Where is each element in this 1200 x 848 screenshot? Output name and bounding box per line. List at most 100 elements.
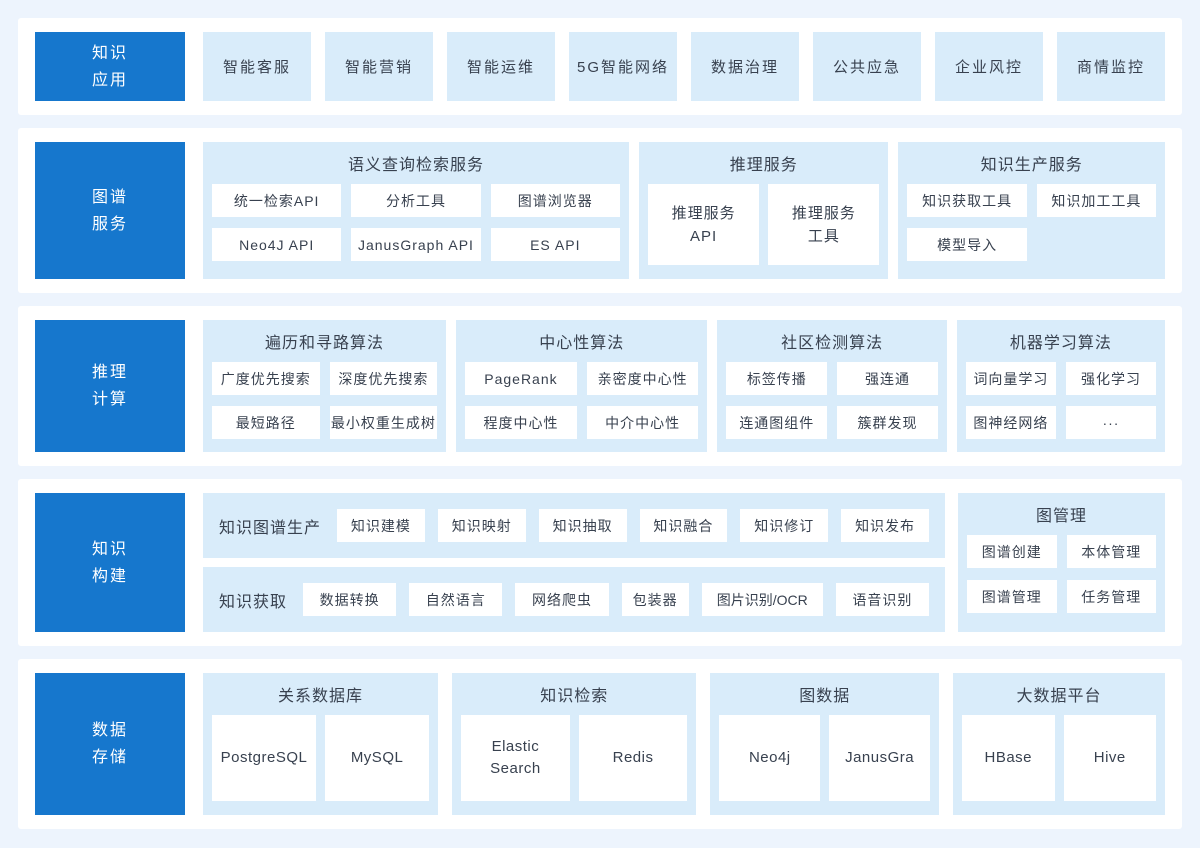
band-label-reasoning-computation: 推理 计算: [35, 320, 185, 452]
tile-line: Neo4j: [748, 749, 791, 766]
band-label-line: 图谱: [91, 188, 128, 206]
tile-line: 工具: [807, 227, 840, 245]
band-knowledge-construction: 知识 构建 知识图谱生产 知识建模 知识映射 知识抽取 知识融合 知识修订 知识…: [18, 479, 1182, 646]
tile-knowledge-mapping: 知识映射: [437, 509, 526, 542]
knowledge-construction-rows: 知识图谱生产 知识建模 知识映射 知识抽取 知识融合 知识修订 知识发布 知识获…: [203, 493, 945, 632]
group-title: 机器学习算法: [1009, 335, 1112, 352]
tile-betweenness-centrality: 中介中心性: [586, 406, 699, 439]
tile-graph-management: 图谱管理: [967, 580, 1057, 613]
tile-graph-browser: 图谱浏览器: [490, 184, 620, 217]
row-title: 知识图谱生产: [219, 519, 322, 537]
tile-word-embedding: 词向量学习: [965, 362, 1056, 395]
row-kg-production: 知识图谱生产 知识建模 知识映射 知识抽取 知识融合 知识修订 知识发布: [203, 493, 945, 558]
tile-line: 推理服务: [671, 204, 736, 222]
band-label-line: 存储: [91, 749, 128, 766]
tile-line: Hive: [1093, 749, 1126, 766]
tile-5g-smart-network: 5G智能网络: [569, 32, 677, 101]
tile-knowledge-fusion: 知识融合: [639, 509, 728, 542]
group-title: 知识生产服务: [980, 157, 1083, 174]
tile-web-crawler: 网络爬虫: [515, 583, 609, 616]
band-label-knowledge-application: 知识 应用: [35, 32, 185, 101]
band-label-line: 知识: [91, 44, 128, 62]
tile-knowledge-modeling: 知识建模: [337, 509, 425, 542]
tile-more-ellipsis: ···: [1065, 406, 1156, 439]
band-reasoning-computation: 推理 计算 遍历和寻路算法 广度优先搜索 深度优先搜索 最短路径 最小权重生成树…: [18, 306, 1182, 466]
tile-task-management: 任务管理: [1066, 580, 1156, 613]
tile-hbase: HBase: [962, 715, 1055, 801]
tile-smart-customer-service: 智能客服: [203, 32, 311, 101]
tile-public-emergency: 公共应急: [813, 32, 921, 101]
row-knowledge-acquisition: 知识获取 数据转换 自然语言 网络爬虫 包装器 图片识别/OCR 语音识别: [203, 567, 945, 632]
tile-janusgraph-api: JanusGraph API: [351, 228, 481, 261]
tile-depth-first-search: 深度优先搜索: [329, 362, 438, 395]
tile-wrapper: 包装器: [621, 583, 689, 616]
tile-business-monitoring: 商情监控: [1057, 32, 1165, 101]
tile-line: 推理服务: [791, 204, 856, 222]
tile-closeness-centrality: 亲密度中心性: [586, 362, 699, 395]
tile-knowledge-acquisition-tools: 知识获取工具: [907, 184, 1027, 217]
tile-neo4j-api: Neo4J API: [212, 228, 342, 261]
tile-data-governance: 数据治理: [691, 32, 799, 101]
tile-strongly-connected: 强连通: [837, 362, 938, 395]
tile-analysis-tools: 分析工具: [351, 184, 481, 217]
band-data-storage: 数据 存储 关系数据库 PostgreSQL MySQL: [18, 659, 1182, 829]
group-machine-learning-algorithms: 机器学习算法 词向量学习 强化学习 图神经网络 ···: [956, 320, 1165, 452]
tile-minimum-spanning-tree: 最小权重生成树: [329, 406, 438, 439]
tile-label-propagation: 标签传播: [726, 362, 828, 395]
tile-mysql: MySQL: [325, 715, 430, 801]
tile-shortest-path: 最短路径: [212, 406, 320, 439]
tile-neo4j: Neo4j: [719, 715, 821, 801]
tile-es-api: ES API: [490, 228, 620, 261]
band-label-line: 推理: [91, 364, 128, 381]
band-label-data-storage: 数据 存储: [35, 673, 185, 815]
tile-natural-language: 自然语言: [409, 583, 503, 616]
tile-knowledge-revision: 知识修订: [740, 509, 829, 542]
tile-graph-creation: 图谱创建: [967, 535, 1057, 568]
tile-enterprise-risk: 企业风控: [935, 32, 1043, 101]
group-community-detection-algorithms: 社区检测算法 标签传播 强连通 连通图组件 簇群发现: [717, 320, 947, 452]
tile-knowledge-processing-tools: 知识加工工具: [1036, 184, 1156, 217]
tile-speech-recognition: 语音识别: [835, 583, 929, 616]
group-title: 图数据: [799, 688, 851, 705]
tile-smart-marketing: 智能营销: [325, 32, 433, 101]
tile-line: HBase: [984, 749, 1033, 766]
tile-data-conversion: 数据转换: [303, 583, 397, 616]
group-knowledge-retrieval: 知识检索 Elastic Search Redis: [452, 673, 697, 815]
band-label-line: 应用: [91, 71, 128, 89]
group-centrality-algorithms: 中心性算法 PageRank 亲密度中心性 程度中心性 中介中心性: [456, 320, 708, 452]
band-graph-services: 图谱 服务 语义查询检索服务 统一检索API 分析工具 图谱浏览器 Neo4J …: [18, 128, 1182, 293]
tile-reasoning-service-tools: 推理服务 工具: [768, 184, 880, 265]
tile-unified-search-api: 统一检索API: [212, 184, 342, 217]
group-title: 社区检测算法: [781, 335, 884, 352]
group-title: 推理服务: [729, 157, 798, 174]
tile-janusgraph: JanusGra: [829, 715, 931, 801]
tile-knowledge-extraction: 知识抽取: [538, 509, 627, 542]
group-title: 大数据平台: [1016, 688, 1102, 705]
band-label-knowledge-construction: 知识 构建: [35, 493, 185, 632]
tile-cluster-discovery: 簇群发现: [837, 406, 938, 439]
group-reasoning-service: 推理服务 推理服务 API 推理服务 工具: [638, 142, 889, 279]
tile-image-recognition-ocr: 图片识别/OCR: [701, 583, 823, 616]
band-label-graph-services: 图谱 服务: [35, 142, 185, 279]
band-knowledge-application: 知识 应用 智能客服 智能营销 智能运维 5G智能网络 数据治理 公共应急 企业…: [18, 18, 1182, 115]
tile-pagerank: PageRank: [465, 362, 577, 395]
tile-postgresql: PostgreSQL: [212, 715, 317, 801]
tile-elastic-search: Elastic Search: [461, 715, 570, 801]
group-knowledge-production-service: 知识生产服务 知识获取工具 知识加工工具 模型导入: [898, 142, 1165, 279]
group-traversal-pathfinding-algorithms: 遍历和寻路算法 广度优先搜索 深度优先搜索 最短路径 最小权重生成树: [203, 320, 447, 452]
group-title: 知识检索: [540, 688, 609, 705]
group-title: 关系数据库: [278, 688, 364, 705]
tile-redis: Redis: [578, 715, 688, 801]
group-title: 中心性算法: [539, 335, 625, 352]
band-label-line: 知识: [91, 540, 128, 558]
tile-knowledge-publishing: 知识发布: [841, 509, 929, 542]
tile-reinforcement-learning: 强化学习: [1065, 362, 1156, 395]
group-relational-database: 关系数据库 PostgreSQL MySQL: [203, 673, 439, 815]
group-graph-data: 图数据 Neo4j JanusGra: [710, 673, 939, 815]
group-bigdata-platform: 大数据平台 HBase Hive: [953, 673, 1165, 815]
tile-breadth-first-search: 广度优先搜索: [212, 362, 320, 395]
tile-ontology-management: 本体管理: [1066, 535, 1156, 568]
tile-line: API: [689, 227, 718, 245]
tile-line: JanusGra: [845, 749, 915, 766]
